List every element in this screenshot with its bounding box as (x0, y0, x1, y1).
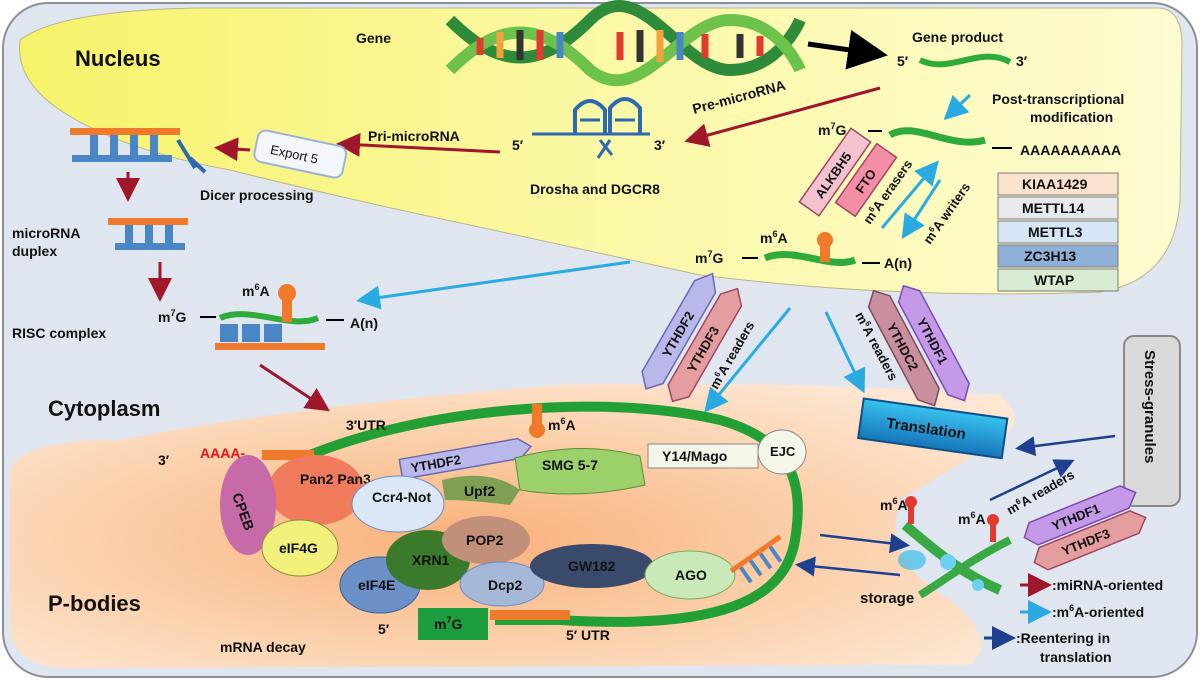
m6a-label-nucleus: m6A (760, 229, 788, 246)
gene-product-3prime: 3′ (1016, 53, 1028, 69)
svg-text:Stress-granules: Stress-granules (1141, 350, 1158, 463)
gene-product-label: Gene product (912, 29, 1003, 45)
poly-a-nucleus: A(n) (884, 255, 912, 271)
ejc-label: EJC (770, 444, 796, 459)
eif4g-label: eIF4G (279, 540, 318, 556)
mrna-methylated (763, 251, 857, 266)
m7g-cap-bottom: m7G (695, 249, 723, 266)
pbody-m7g-label: m7G (434, 615, 462, 632)
storage-m6a-1: m6A (880, 496, 908, 513)
mrna-decay-label: mRNA decay (220, 639, 306, 655)
pop2-label: POP2 (466, 532, 504, 548)
risc-duplex-icon (215, 324, 325, 350)
ccr4-label: Ccr4-Not (372, 489, 431, 505)
modification-label: modification (1030, 109, 1113, 125)
risc-m7g-label: m7G (158, 308, 186, 325)
microrna-duplex-icon (108, 218, 188, 250)
drosha-dgcr8-label: Drosha and DGCR8 (530, 181, 660, 197)
m7g-cap-top: m7G (818, 121, 846, 138)
svg-text:METTL14: METTL14 (1022, 200, 1084, 216)
dna-helix-icon (445, 0, 806, 87)
xrn1-label: XRN1 (412, 552, 450, 568)
utr3-label: 3′UTR (346, 417, 386, 433)
dcp2-label: Dcp2 (488, 577, 522, 593)
risc-mrna (218, 311, 320, 325)
storage-mrna-icon (898, 496, 1012, 599)
y14-label: Y14/Mago (662, 448, 727, 464)
legend-mirna: :miRNA-oriented (1052, 577, 1163, 593)
gw182-label: GW182 (568, 558, 616, 574)
pop2-protein (442, 516, 530, 564)
utr5-label: 5′ UTR (566, 627, 610, 643)
svg-text:METTL3: METTL3 (1028, 224, 1083, 240)
pan-protein (268, 455, 364, 525)
storage-label: storage (860, 590, 914, 607)
ccr4-protein (351, 475, 445, 533)
svg-text:KIAA1429: KIAA1429 (1022, 176, 1088, 192)
smg-label: SMG 5-7 (542, 457, 598, 473)
mrna-unmodified (888, 127, 986, 146)
post-transcriptional-label: Post-transcriptional (992, 91, 1124, 107)
risc-an-label: A(n) (350, 315, 378, 331)
legend-m6a: :m6A-oriented (1052, 603, 1144, 620)
cpeb-protein (220, 455, 276, 555)
export5-scroll-icon: Export 5 (253, 129, 348, 179)
upf2-label: Upf2 (464, 483, 495, 499)
risc-m6a-label: m6A (242, 282, 270, 299)
nucleus-label: Nucleus (75, 46, 161, 71)
eif4e-label: eIF4E (358, 577, 395, 593)
gw182-protein (530, 544, 654, 588)
storage-m6a-2: m6A (958, 510, 986, 527)
legend-reenter-2: translation (1040, 649, 1112, 665)
risc-complex-label: RISC complex (12, 325, 106, 341)
three-prime-label: 3′ (158, 452, 170, 468)
svg-text:ZC3H13: ZC3H13 (1024, 248, 1076, 264)
microrna-duplex-label-2: duplex (12, 243, 57, 259)
gene-product-5prime: 5′ (897, 53, 909, 69)
dicer-processing-label: Dicer processing (200, 187, 314, 203)
translation-box: Translation (857, 397, 1009, 460)
ejc-protein (757, 429, 807, 475)
svg-text:3′: 3′ (654, 137, 666, 153)
svg-text:WTAP: WTAP (1034, 272, 1074, 288)
dcp2-protein (459, 561, 545, 607)
legend-reenter: :Reentering in (1016, 630, 1110, 646)
dicer-icon (70, 128, 207, 174)
writers-stack: KIAA1429 METTL14 METTL3 ZC3H13 WTAP (997, 172, 1119, 292)
five-prime-label: 5′ (378, 621, 390, 637)
upf2-protein (442, 475, 520, 505)
ago-protein (644, 550, 736, 600)
pbody-m6a-label: m6A (548, 416, 576, 433)
cytoplasm-label: Cytoplasm (48, 396, 160, 421)
drosha-hairpin-icon: 5′ 3′ (512, 97, 666, 159)
pbodies-label: P-bodies (48, 591, 141, 616)
pan-label: Pan2 Pan3 (300, 471, 371, 487)
m7g-cap-box (418, 608, 488, 640)
eif4g-protein (261, 519, 339, 577)
legend: :miRNA-oriented :m6A-oriented :Reenterin… (984, 573, 1163, 665)
ago-mirna-icon (729, 534, 783, 584)
svg-text:5′: 5′ (512, 137, 524, 153)
pri-microrna-label: Pri-microRNA (368, 128, 460, 144)
aaaa-tail: AAAA- (200, 445, 245, 461)
gene-product-rna (918, 53, 1012, 68)
microrna-duplex-label-1: microRNA (12, 225, 80, 241)
ago-label: AGO (675, 567, 707, 583)
stress-granules-box: Stress-granules (1123, 335, 1181, 507)
smg-protein (514, 448, 646, 495)
poly-a-tail: AAAAAAAAAA (1020, 142, 1121, 158)
gene-label: Gene (356, 30, 391, 46)
y14-box (647, 443, 759, 469)
